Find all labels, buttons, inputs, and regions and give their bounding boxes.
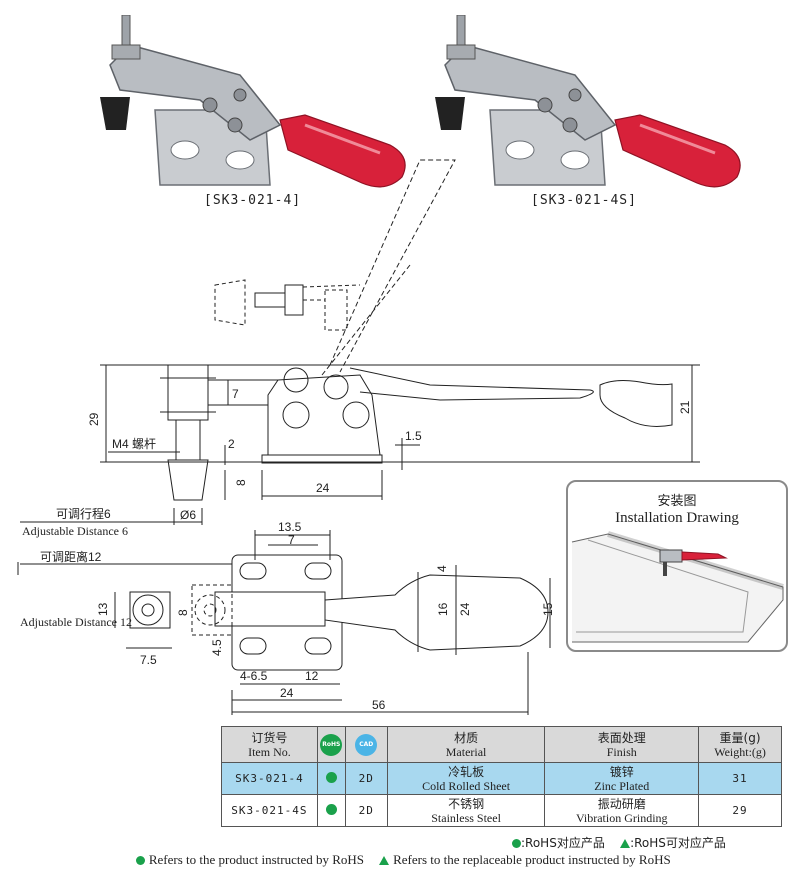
material-cell: 冷轧板 Cold Rolled Sheet <box>386 762 546 795</box>
dim-16: 16 <box>436 602 450 616</box>
install-title-cn: 安装图 <box>657 494 697 509</box>
dim-2: 2 <box>228 437 235 451</box>
finish-cell: 镀锌 Zinc Plated <box>544 762 700 795</box>
rohs-dot-icon <box>325 771 337 783</box>
header-weight: 重量(g) Weight:(g) <box>698 726 782 763</box>
rohs-triangle-icon <box>379 856 390 865</box>
legend-en: Refers to the product instructed by RoHS… <box>136 852 671 868</box>
dim-8: 8 <box>234 479 248 486</box>
dim-13: 13 <box>96 602 110 616</box>
adj12-en: Adjustable Distance 12 <box>20 615 132 629</box>
rohs-dot-icon <box>136 856 145 865</box>
dim-8b: 8 <box>176 609 190 616</box>
cad-cell: 2D <box>344 762 388 795</box>
product-photo-sk3-021-4 <box>90 15 420 190</box>
product-photo-sk3-021-4s <box>425 15 755 190</box>
adj12-cn: 可调距离12 <box>40 549 102 564</box>
product-caption: [SK3-021-4S] <box>531 193 637 208</box>
dim-15: 15 <box>541 602 555 616</box>
dim-13-5: 13.5 <box>278 520 302 534</box>
table-row: SK3-021-4S 2D 不锈钢 Stainless Steel 振动研磨 V… <box>221 794 782 827</box>
rohs-dot-icon <box>512 839 521 848</box>
header-finish: 表面处理 Finish <box>544 726 700 763</box>
cad-cell: 2D <box>344 794 388 827</box>
rohs-cell <box>316 794 346 827</box>
product-caption: [SK3-021-4] <box>204 193 302 208</box>
dim-21: 21 <box>678 400 692 414</box>
installation-drawing-panel: 安装图 Installation Drawing <box>566 480 788 652</box>
header-cad: CAD <box>344 726 388 763</box>
dim-4-5: 4.5 <box>210 639 224 656</box>
dim-29: 29 <box>87 412 101 426</box>
finish-cell: 振动研磨 Vibration Grinding <box>544 794 700 827</box>
dim-12: 12 <box>305 669 319 683</box>
dim-56: 56 <box>372 698 386 712</box>
item-no: SK3-021-4S <box>221 794 318 827</box>
installation-illustration <box>571 531 784 643</box>
adj6-en: Adjustable Distance 6 <box>22 524 128 538</box>
dim-24c: 24 <box>280 686 294 700</box>
rohs-icon: RoHS <box>320 733 343 756</box>
weight-cell: 31 <box>698 762 782 795</box>
material-cell: 不锈钢 Stainless Steel <box>386 794 546 827</box>
install-title-en: Installation Drawing <box>615 510 739 526</box>
dim-24b: 24 <box>458 602 472 616</box>
spec-table: 订货号 Item No. RoHS CAD 材质 Material 表面处理 F… <box>221 726 782 827</box>
weight-cell: 29 <box>698 794 782 827</box>
header-material: 材质 Material <box>386 726 546 763</box>
dim-4: 4 <box>435 565 449 572</box>
dim-7: 7 <box>232 387 239 401</box>
cad-icon: CAD <box>355 733 378 756</box>
rohs-cell <box>316 762 346 795</box>
legend-cn: :RoHS对应产品 :RoHS可对应产品 <box>512 834 726 851</box>
dim-7b: 7 <box>288 533 295 547</box>
rohs-dot-icon <box>325 803 337 815</box>
dim-1-5: 1.5 <box>405 429 422 443</box>
m4-label: M4 螺杆 <box>112 437 156 451</box>
dim-24: 24 <box>316 481 330 495</box>
header-item-no: 订货号 Item No. <box>221 726 318 763</box>
technical-drawing: 29 7 21 2 1.5 8 24 Ø6 M4 螺杆 可调行程6 Adjust… <box>17 159 700 715</box>
adj6-cn: 可调行程6 <box>56 506 111 521</box>
table-row: SK3-021-4 2D 冷轧板 Cold Rolled Sheet 镀锌 Zi… <box>221 762 782 795</box>
dim-7-5: 7.5 <box>140 653 157 667</box>
header-rohs: RoHS <box>316 726 346 763</box>
dim-phi6: Ø6 <box>180 508 196 522</box>
dim-4-6-5: 4-6.5 <box>240 669 268 683</box>
item-no: SK3-021-4 <box>221 762 318 795</box>
rohs-triangle-icon <box>620 839 631 848</box>
